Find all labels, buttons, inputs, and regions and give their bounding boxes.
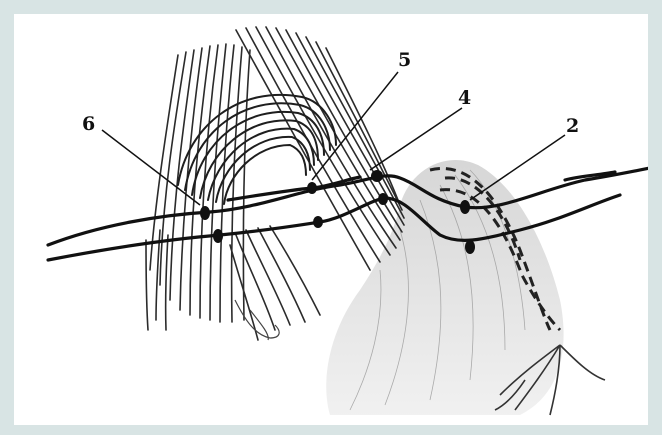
muscle-left-bundle: [146, 44, 250, 330]
knot: [213, 229, 223, 243]
leader-6: [102, 130, 200, 205]
knot: [465, 240, 475, 254]
label-2: 2: [566, 115, 579, 137]
knot: [378, 193, 388, 205]
knot: [313, 216, 323, 228]
knot: [307, 182, 317, 194]
label-5: 5: [398, 49, 411, 71]
knot: [200, 206, 210, 220]
label-4: 4: [458, 87, 471, 109]
illustration-frame: 6 5 4 2: [14, 14, 648, 425]
knot: [460, 200, 470, 214]
label-6: 6: [82, 113, 95, 135]
knot: [371, 170, 383, 182]
surgical-sketch: 6 5 4 2: [14, 14, 648, 425]
suture-threads: [48, 168, 648, 260]
